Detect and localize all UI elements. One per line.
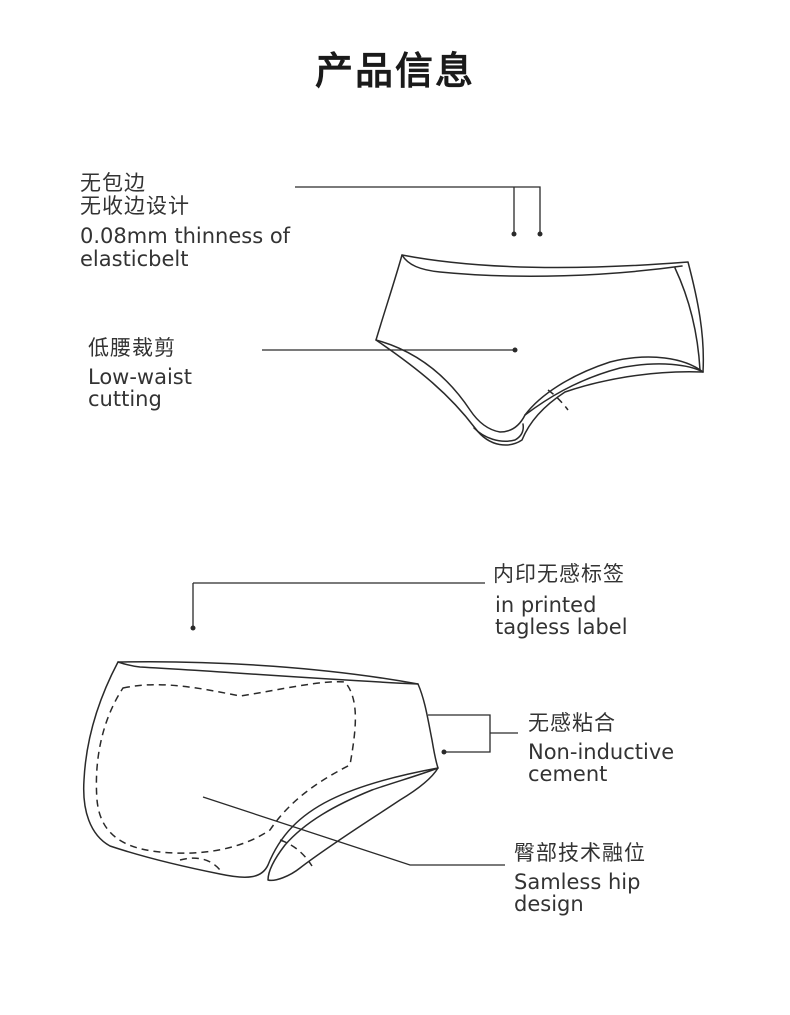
callout-low-waist-en: Low-waist cutting: [88, 366, 192, 411]
callout-tag-en1: in printed: [495, 594, 628, 617]
callout-hip-en2: design: [514, 893, 646, 916]
callout-tag-en2: tagless label: [495, 616, 628, 639]
leader-no-edge: [295, 187, 543, 237]
callout-no-edge: 无包边 无收边设计 0.08mm thinness of elasticbelt: [80, 172, 290, 271]
callout-no-edge-en: 0.08mm thinness of elasticbelt: [80, 225, 290, 270]
callout-tag-zh: 内印无感标签: [493, 563, 628, 586]
leader-low-waist: [262, 348, 518, 353]
callout-no-edge-zh2: 无收边设计: [80, 195, 290, 218]
callout-cement: 无感粘合 Non-inductive cement: [528, 712, 674, 786]
callout-hip-zh: 臀部技术融位: [514, 842, 646, 865]
bottom-briefs-drawing: [84, 662, 438, 881]
callout-cement-en1: Non-inductive: [528, 741, 674, 764]
leader-tag: [191, 583, 486, 631]
callout-tag-en: in printed tagless label: [495, 594, 628, 639]
callout-hip-en: Samless hip design: [514, 871, 646, 916]
callout-hip-en1: Samless hip: [514, 871, 646, 894]
callout-cement-en2: cement: [528, 763, 674, 786]
callout-low-waist-zh: 低腰裁剪: [88, 337, 192, 360]
callout-low-waist-en2: cutting: [88, 388, 192, 411]
callout-cement-zh: 无感粘合: [528, 712, 674, 735]
callout-no-edge-zh1: 无包边: [80, 172, 290, 195]
callout-no-edge-en1: 0.08mm thinness of: [80, 225, 290, 248]
callout-low-waist: 低腰裁剪 Low-waist cutting: [88, 337, 192, 411]
callout-low-waist-en1: Low-waist: [88, 366, 192, 389]
callout-hip: 臀部技术融位 Samless hip design: [514, 842, 646, 916]
leader-cement: [428, 715, 518, 755]
callout-tag: 内印无感标签 in printed tagless label: [493, 563, 628, 639]
callout-no-edge-en2: elasticbelt: [80, 248, 290, 271]
callout-cement-en: Non-inductive cement: [528, 741, 674, 786]
